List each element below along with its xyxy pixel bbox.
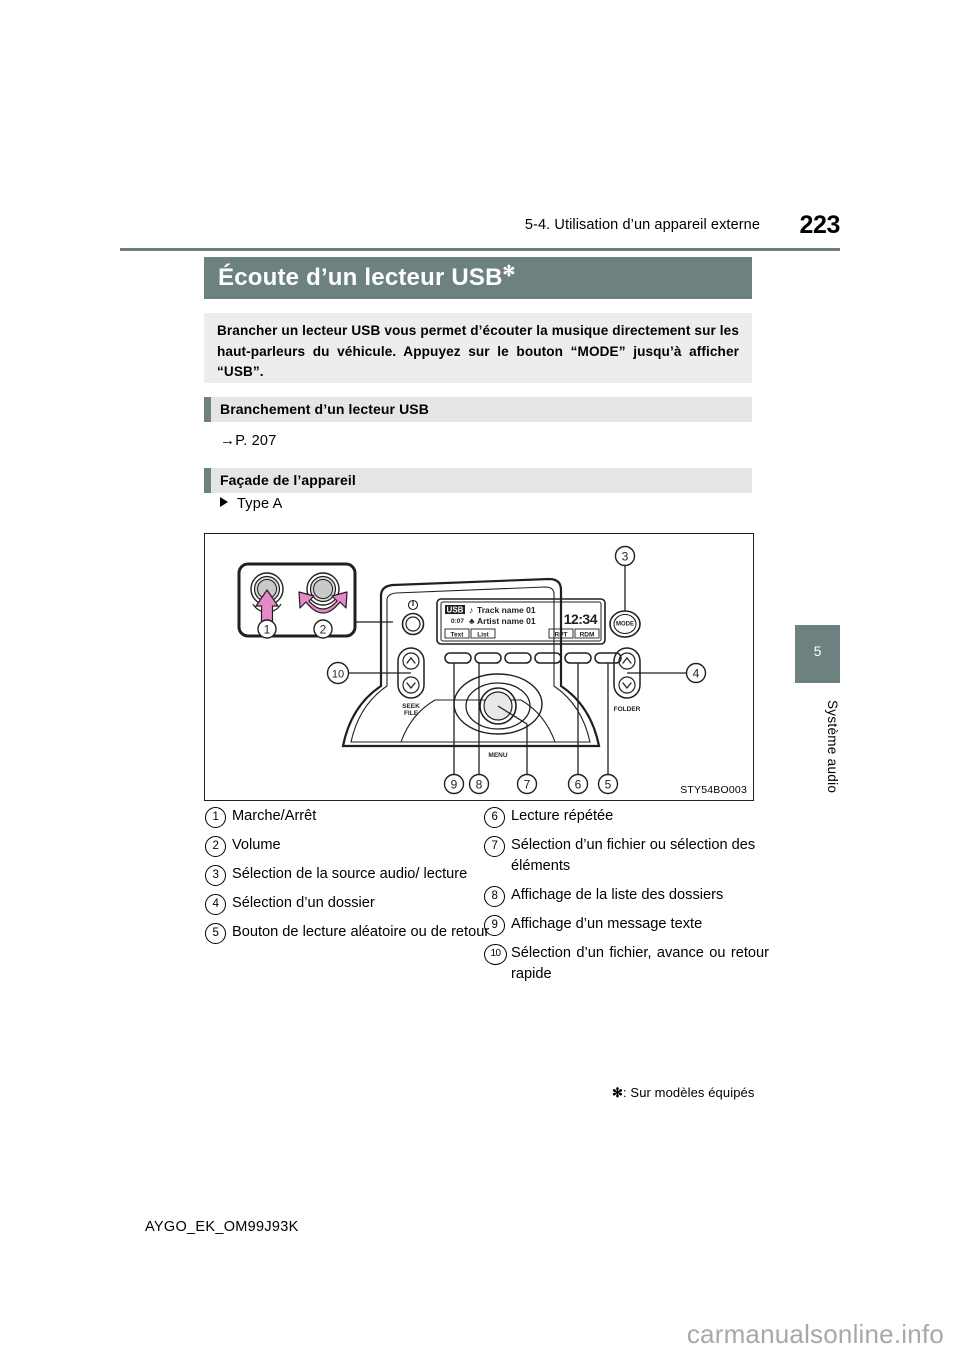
list-item: 8 Affichage de la liste des dossiers [484,885,769,907]
callout-text: Volume [232,837,281,853]
page-reference-label: P. 207 [235,433,277,449]
list-item: 1 Marche/Arrêt [205,806,490,828]
callout-number: 7 [484,836,505,857]
page-title-bar: Écoute d’un lecteur USB✻ [204,257,752,299]
callout-text: Lecture répétée [511,808,614,824]
footnote-text: : Sur modèles équipés [623,1085,755,1100]
intro-box: Brancher un lecteur USB vous permet d’éc… [204,313,752,383]
svg-text:Text: Text [451,631,465,638]
section-tab-marker [204,468,211,493]
list-item: 7 Sélection d’un fichier ou sélection de… [484,835,769,877]
callout-text: Sélection de la source audio/ lecture [232,866,468,882]
list-item: 10 Sélection d’un fichier, avance ou ret… [484,943,769,985]
section-heading-label: Branchement d’un lecteur USB [220,401,429,417]
svg-text:MENU: MENU [488,752,507,759]
header-section-title: 5-4. Utilisation d’un appareil externe [524,217,760,233]
svg-text:Artist name 01: Artist name 01 [477,616,536,626]
svg-text:12:34: 12:34 [564,611,598,627]
chapter-tab: 5 [795,625,840,683]
triangle-right-icon [220,497,228,507]
svg-text:5: 5 [605,778,612,792]
list-item: 9 Affichage d’un message texte [484,914,769,936]
svg-text:SEEK: SEEK [402,703,420,710]
svg-text:USB: USB [447,606,464,615]
legend-list-left: 1 Marche/Arrêt 2 Volume 3 Sélection de l… [205,806,490,951]
list-item: 2 Volume [205,835,490,857]
svg-text:Track name 01: Track name 01 [477,605,536,615]
list-item: 6 Lecture répétée [484,806,769,828]
figure-audio-faceplate: 1 2 [204,533,754,801]
svg-text:List: List [477,631,489,638]
section-heading-facade: Façade de l’appareil [204,468,752,493]
section-heading-branchement: Branchement d’un lecteur USB [204,397,752,422]
callout-text: Bouton de lecture aléatoire ou de retour [232,924,490,940]
figure-code: STY54BO003 [680,784,747,796]
callout-number: 8 [484,886,505,907]
svg-text:2: 2 [320,623,327,637]
svg-text:RDM: RDM [580,631,595,638]
callout-text: Marche/Arrêt [232,808,317,824]
page-title: Écoute d’un lecteur USB✻ [218,264,515,292]
chapter-number: 5 [813,643,822,659]
svg-text:♪: ♪ [469,605,473,615]
callout-text: Affichage d’un message texte [511,916,703,932]
callout-text: Affichage de la liste des dossiers [511,887,724,903]
callout-number: 10 [484,944,507,965]
svg-text:♣: ♣ [469,616,475,626]
section-heading-label: Façade de l’appareil [220,472,356,488]
callout-number: 2 [205,836,226,857]
list-item: 4 Sélection d’un dossier [205,893,490,915]
footnote-marker: ✻ [612,1085,623,1100]
callout-number: 3 [205,865,226,886]
svg-text:4: 4 [693,667,700,681]
svg-text:6: 6 [575,778,582,792]
callout-number: 1 [205,807,226,828]
section-tab-marker [204,397,211,422]
svg-text:7: 7 [524,778,531,792]
svg-text:MODE: MODE [616,622,634,628]
svg-text:1: 1 [264,623,271,637]
title-asterisk: ✻ [502,263,516,280]
svg-text:9: 9 [451,778,458,792]
callout-text: Sélection d’un fichier ou sélection des … [511,837,756,874]
rotate-arrow-icon [298,591,348,614]
watermark: carmanualsonline.info [686,1319,944,1349]
figure-illustration: 1 2 [237,545,707,795]
header-rule [120,248,840,251]
page-number: 223 [799,211,840,239]
chapter-label: Système audio [825,700,840,794]
svg-text:3: 3 [622,550,629,564]
subsection-label: Type A [237,496,283,512]
footnote: ✻: Sur modèles équipés [612,1085,754,1101]
svg-text:FILE: FILE [404,710,419,717]
subsection-type-a: Type A [220,496,283,512]
page-title-text: Écoute d’un lecteur USB [218,264,503,291]
intro-text: Brancher un lecteur USB vous permet d’éc… [217,323,739,379]
callout-number: 4 [205,894,226,915]
document-code: AYGO_EK_OM99J93K [145,1219,299,1235]
callout-number: 9 [484,915,505,936]
callout-number: 5 [205,923,226,944]
list-item: 3 Sélection de la source audio/ lecture [205,864,490,886]
page-reference[interactable]: →P. 207 [220,432,276,449]
svg-text:FOLDER: FOLDER [614,706,641,713]
callout-number: 6 [484,807,505,828]
svg-text:RPT: RPT [555,631,568,638]
callout-text: Sélection d’un dossier [232,895,375,911]
svg-text:8: 8 [476,778,483,792]
legend-list-right: 6 Lecture répétée 7 Sélection d’un fichi… [484,806,769,993]
list-item: 5 Bouton de lecture aléatoire ou de reto… [205,922,490,944]
callout-text: Sélection d’un fichier, avance ou retour… [511,945,769,982]
svg-text:0:07: 0:07 [451,618,464,625]
arrow-right-icon: → [220,432,236,449]
page-header: 5-4. Utilisation d’un appareil externe 2… [120,211,840,251]
svg-text:10: 10 [332,669,344,681]
